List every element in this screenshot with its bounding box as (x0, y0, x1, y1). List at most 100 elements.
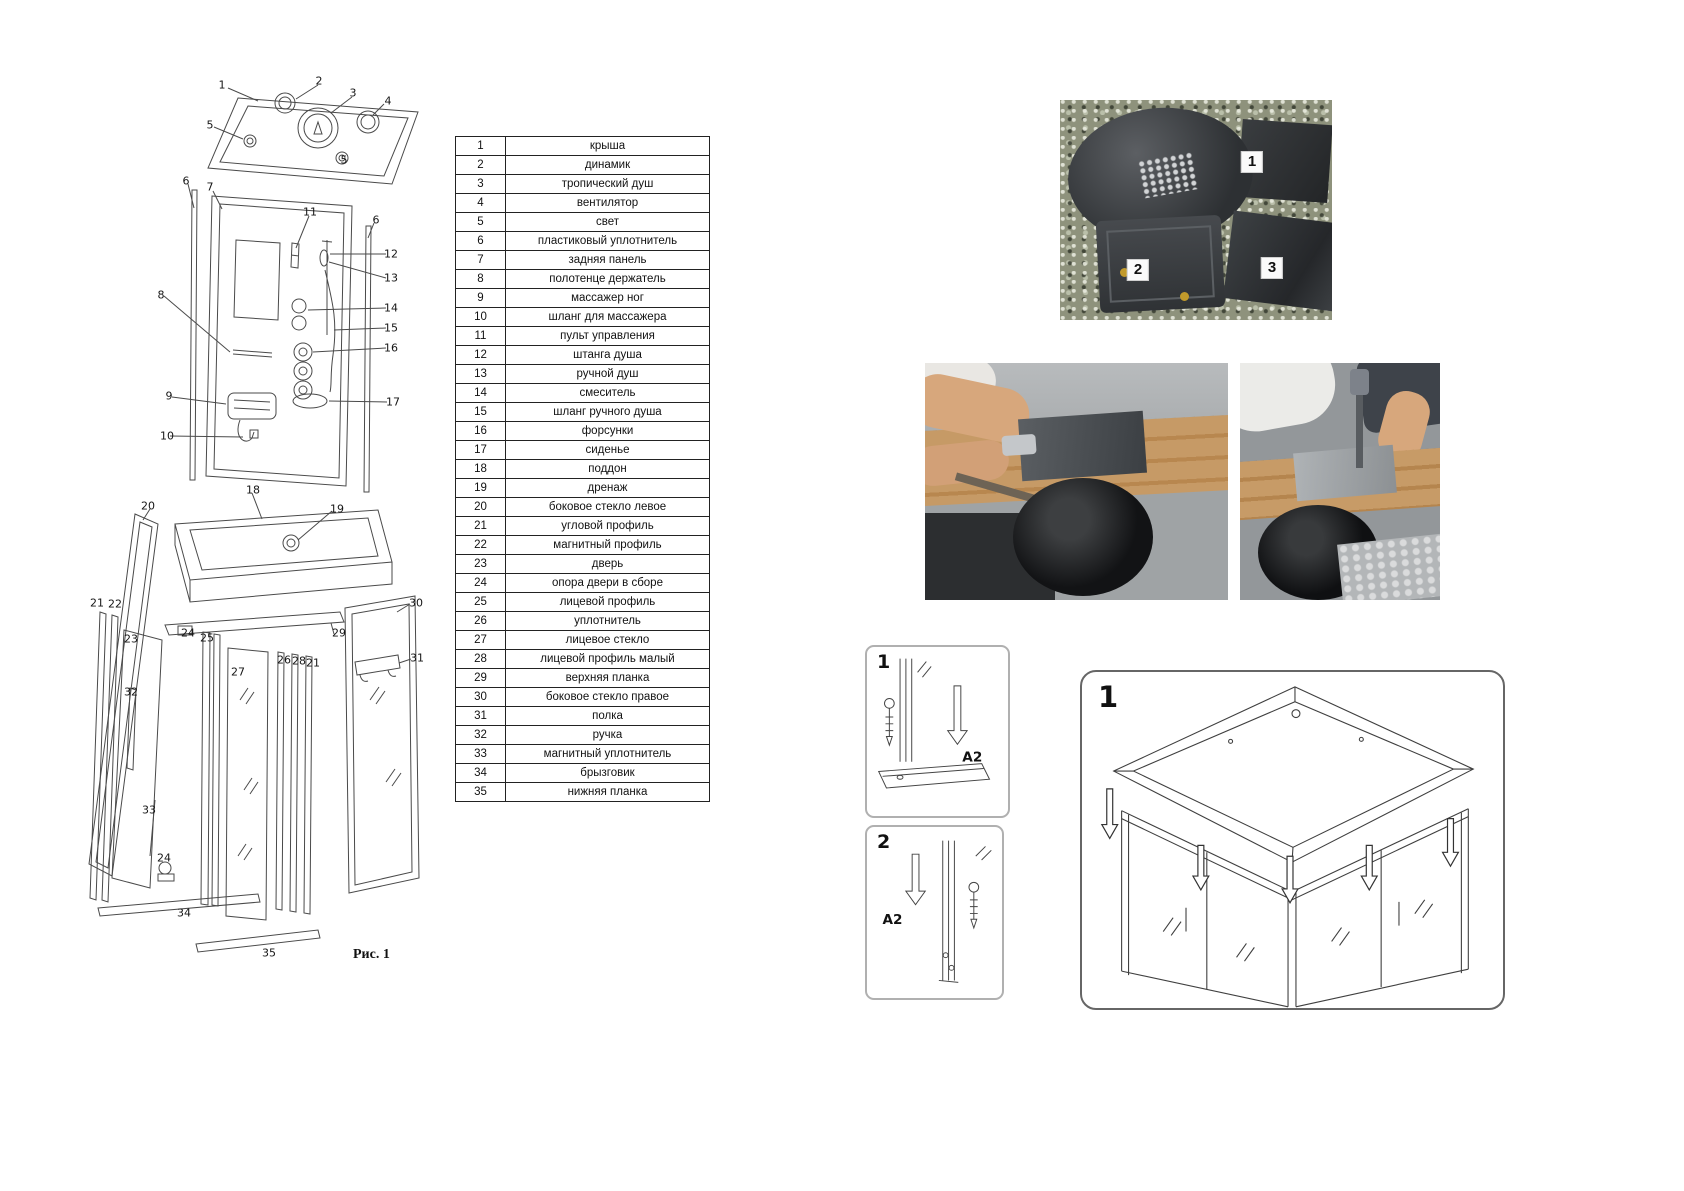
part-number: 21 (455, 516, 506, 536)
part-name: нижняя планка (505, 782, 710, 802)
mounting-plate (1293, 444, 1397, 502)
figure-caption: Рис. 1 (353, 947, 390, 962)
part-name: лицевое стекло (505, 630, 710, 650)
part-number: 5 (455, 212, 506, 232)
roof-drawing (207, 84, 419, 185)
part-number: 24 (455, 573, 506, 593)
photo-part-label: 2 (1126, 259, 1150, 281)
screw-icon (884, 698, 895, 747)
part-number: 7 (455, 250, 506, 270)
part-name: тропический душ (505, 174, 710, 194)
bubble-wrap (1337, 533, 1440, 600)
part-name: дренаж (505, 478, 710, 498)
part-number: 11 (455, 326, 506, 346)
down-arrows (1100, 788, 1460, 905)
screwdriver-shaft (1356, 383, 1363, 468)
part-name: ручка (505, 725, 710, 745)
part-name: верхняя планка (505, 668, 710, 688)
mounting-plate (1017, 410, 1148, 482)
part-name: крыша (505, 136, 710, 156)
a2-label: A2 (883, 912, 903, 928)
step-1-drawing: A2 (877, 658, 991, 789)
part-number: 1 (455, 136, 506, 156)
assembly-drawing (1100, 686, 1475, 1008)
part-name: лицевой профиль (505, 592, 710, 612)
part-number: 32 (455, 725, 506, 745)
part-name: угловой профиль (505, 516, 710, 536)
part-number: 14 (455, 383, 506, 403)
part-number: 4 (455, 193, 506, 213)
tray-outline (1112, 686, 1475, 863)
part-name: боковое стекло левое (505, 497, 710, 517)
part-name: боковое стекло правое (505, 687, 710, 707)
part-number: 18 (455, 459, 506, 479)
part-name: штанга душа (505, 345, 710, 365)
a2-label: A2 (962, 750, 982, 766)
part-number: 13 (455, 364, 506, 384)
part-number: 29 (455, 668, 506, 688)
black-wheel (1013, 478, 1153, 596)
part-number: 27 (455, 630, 506, 650)
part-number: 8 (455, 269, 506, 289)
part-name: пластиковый уплотнитель (505, 231, 710, 251)
step-box-2: 2 A2 (865, 825, 1004, 1000)
step-number: 2 (877, 831, 891, 853)
step-2-drawing: A2 (883, 840, 992, 983)
part-name: задняя панель (505, 250, 710, 270)
part-number: 23 (455, 554, 506, 574)
part-number: 2 (455, 155, 506, 175)
part-name: ручной душ (505, 364, 710, 384)
part-number: 12 (455, 345, 506, 365)
part-name: брызговик (505, 763, 710, 783)
part-number: 20 (455, 497, 506, 517)
part-name: магнитный профиль (505, 535, 710, 555)
part-number: 25 (455, 592, 506, 612)
part-number: 15 (455, 402, 506, 422)
part-name: поддон (505, 459, 710, 479)
screw-icon (968, 881, 980, 930)
part-name: вентилятор (505, 193, 710, 213)
roller (1001, 433, 1037, 457)
part-number: 33 (455, 744, 506, 764)
part-number: 10 (455, 307, 506, 327)
part-number: 35 (455, 782, 506, 802)
part-name: свет (505, 212, 710, 232)
part-number: 17 (455, 440, 506, 460)
back-panel-drawing (163, 183, 388, 493)
glass-panels-drawing (88, 513, 420, 953)
part-name: форсунки (505, 421, 710, 441)
part-name: лицевой профиль малый (505, 649, 710, 669)
part-number: 30 (455, 687, 506, 707)
part-number: 26 (455, 611, 506, 631)
